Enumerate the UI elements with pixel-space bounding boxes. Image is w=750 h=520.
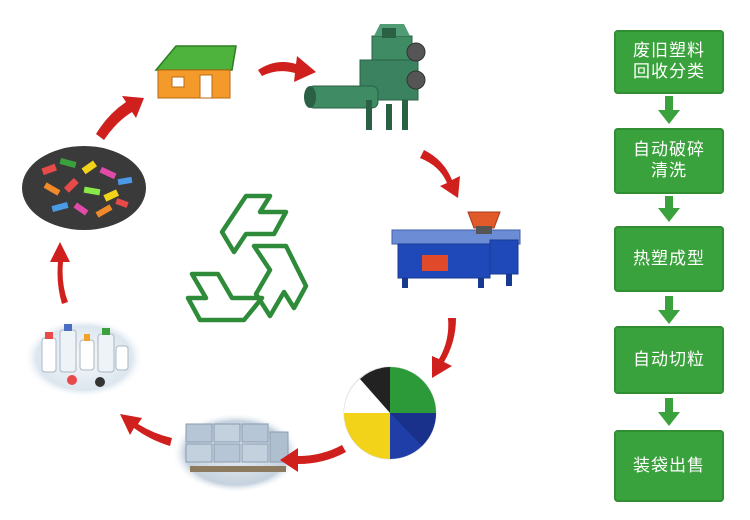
cycle-arrow-1 [258, 56, 316, 82]
plastic-bottles-icon [24, 318, 144, 398]
plastic-scraps-icon [22, 146, 146, 230]
step-arrow-2 [658, 196, 680, 222]
step-arrow-1 [658, 96, 680, 124]
recycle-symbol-icon [185, 193, 309, 323]
cycle-arrow-3 [432, 318, 456, 378]
cycle-arrows [50, 56, 460, 472]
extruder-machine-icon [391, 211, 521, 288]
step-arrows [658, 96, 680, 426]
process-step-1: 废旧塑料回收分类 [614, 30, 724, 94]
process-step-label: 热塑成型 [633, 248, 705, 269]
process-step-label: 自动切粒 [633, 349, 705, 370]
cycle-arrow-6 [50, 242, 70, 304]
step-arrow-3 [658, 296, 680, 324]
cycle-arrow-5 [120, 414, 172, 446]
cycle-arrow-2 [420, 150, 460, 198]
colored-pellets-icon [343, 366, 437, 460]
cycle-arrow-4 [280, 445, 346, 472]
process-step-label: 废旧塑料回收分类 [633, 41, 705, 82]
house-icon [154, 45, 237, 99]
cycle-arrow-7 [96, 96, 144, 140]
process-step-5: 装袋出售 [614, 430, 724, 502]
process-step-2: 自动破碎清洗 [614, 128, 724, 194]
step-arrow-4 [658, 398, 680, 426]
packed-bags-icon [172, 413, 300, 493]
process-step-label: 装袋出售 [633, 455, 705, 476]
process-step-3: 热塑成型 [614, 226, 724, 292]
crusher-washer-machine-icon [304, 24, 426, 130]
process-step-label: 自动破碎清洗 [633, 140, 705, 181]
process-step-4: 自动切粒 [614, 326, 724, 394]
